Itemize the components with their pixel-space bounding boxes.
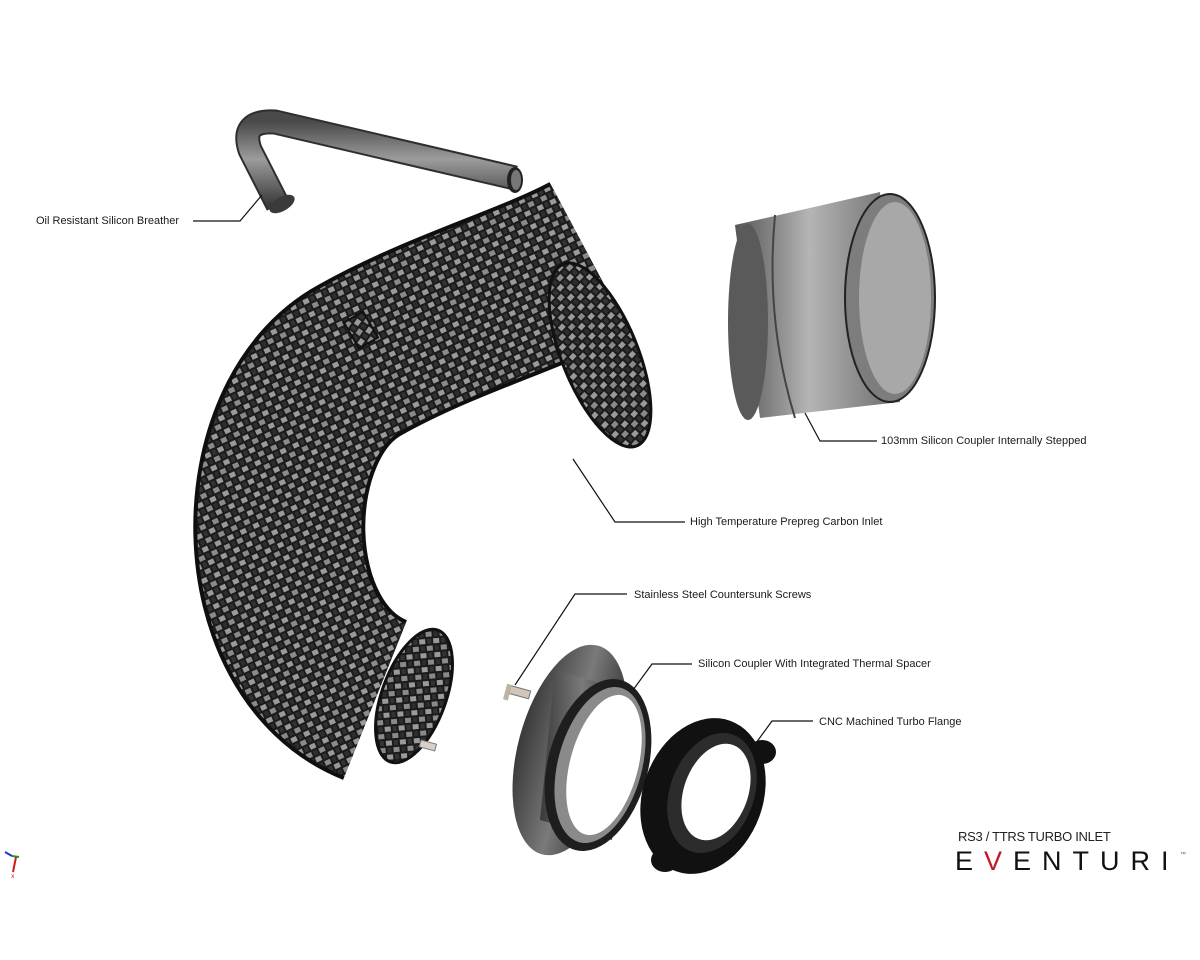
label-turbo-flange: CNC Machined Turbo Flange	[819, 716, 962, 728]
label-breather: Oil Resistant Silicon Breather	[36, 215, 180, 227]
brand-letter: E	[1013, 846, 1043, 876]
product-title: RS3 / TTRS TURBO INLET	[958, 829, 1111, 844]
label-screws: Stainless Steel Countersunk Screws	[634, 589, 812, 601]
axis-triad-icon: x	[4, 851, 20, 878]
carbon-inlet-pipe	[193, 181, 653, 780]
brand-letter: E	[955, 846, 985, 876]
svg-text:x: x	[11, 873, 15, 878]
brand-letter: N	[1042, 846, 1073, 876]
brand-letter: I	[1161, 846, 1180, 876]
trademark-symbol: ™	[1180, 852, 1186, 858]
brand-logo: EVENTURI	[955, 846, 1180, 877]
thermal-spacer-coupler	[512, 644, 652, 856]
label-thermal-coupler: Silicon Coupler With Integrated Thermal …	[698, 658, 931, 670]
brand-letter-accent: V	[984, 846, 1014, 876]
cnc-turbo-flange	[640, 718, 776, 874]
brand-letter: T	[1072, 846, 1101, 876]
label-carbon-inlet: High Temperature Prepreg Carbon Inlet	[690, 516, 883, 528]
countersunk-screw	[502, 683, 532, 701]
label-coupler-103: 103mm Silicon Coupler Internally Stepped	[881, 435, 1087, 447]
brand-letter: R	[1130, 846, 1162, 876]
leader-lines	[193, 194, 877, 744]
silicon-coupler-103mm	[728, 192, 936, 420]
breather-hose	[235, 109, 523, 214]
brand-letter: U	[1100, 846, 1131, 876]
